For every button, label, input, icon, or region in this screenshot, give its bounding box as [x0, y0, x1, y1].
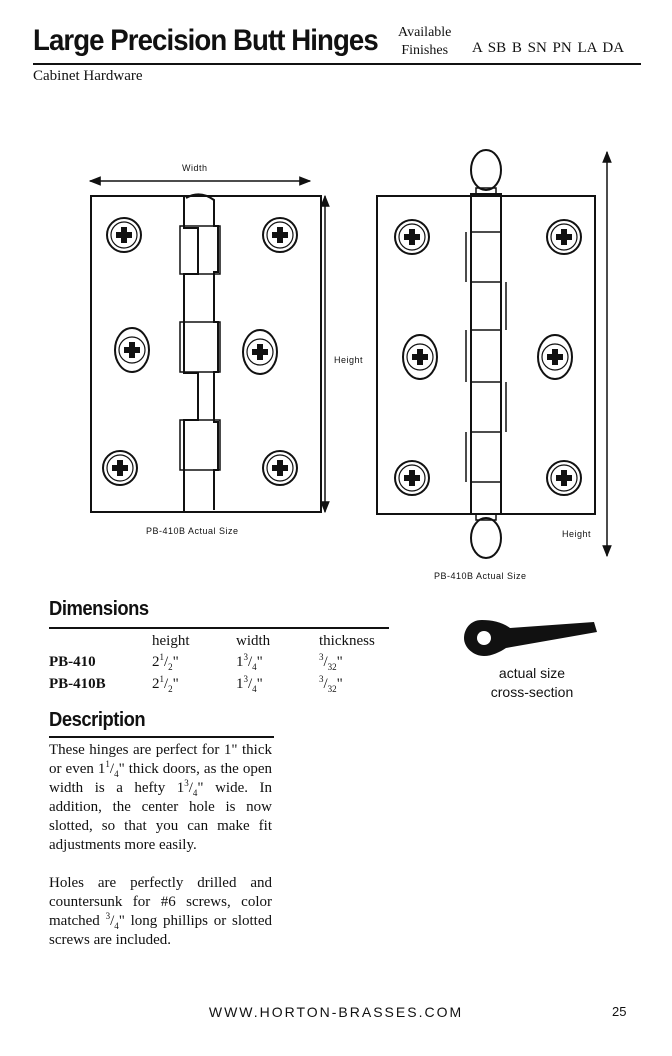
width-value: 13/4" — [236, 674, 263, 694]
finishes-list: A SB B SN PN LA DA — [472, 40, 625, 56]
screw-hole-icon — [106, 217, 142, 253]
model-number: PB-410 — [49, 654, 96, 670]
available-finishes-label: Available Finishes — [398, 25, 452, 58]
screw-hole-icon — [546, 219, 582, 255]
column-width: width — [236, 633, 271, 649]
dimensions-heading: Dimensions — [49, 598, 149, 620]
column-height: height — [152, 633, 190, 649]
height-value: 21/2" — [152, 652, 179, 672]
screw-hole-icon — [262, 450, 298, 486]
height-value: 21/2" — [152, 674, 179, 694]
cross-section-icon — [464, 620, 597, 656]
slotted-screw-hole-icon — [242, 329, 278, 375]
thickness-value: 3/32" — [319, 674, 343, 694]
page-title: Large Precision Butt Hinges — [33, 24, 379, 57]
header-rule — [33, 63, 641, 65]
description-heading: Description — [49, 709, 146, 731]
slotted-screw-hole-icon — [114, 327, 150, 373]
screw-hole-icon — [394, 460, 430, 496]
height-label-right: Height — [562, 529, 592, 539]
hinge-drawings — [88, 149, 612, 559]
cross-section-caption: actual size cross-section — [490, 665, 574, 700]
width-label: Width — [182, 163, 208, 173]
description-rule — [49, 736, 274, 738]
left-figure-caption: PB-410B Actual Size — [146, 526, 239, 536]
width-value: 13/4" — [236, 652, 263, 672]
height-label: Height — [334, 355, 364, 365]
hinge-pb410b-finial — [376, 149, 612, 559]
page-number: 25 — [612, 1004, 627, 1019]
description-body: These hinges are perfect for 1" thick or… — [49, 741, 272, 950]
screw-hole-icon — [102, 450, 138, 486]
thickness-value: 3/32" — [319, 652, 343, 672]
model-number: PB-410B — [49, 676, 106, 692]
screw-hole-icon — [394, 219, 430, 255]
dimensions-rule — [49, 627, 389, 629]
description-paragraph: Holes are perfectly drilled and counters… — [49, 875, 272, 948]
hinge-pb410b-open — [88, 176, 330, 514]
column-thickness: thickness — [319, 633, 375, 649]
website-footer: WWW.HORTON-BRASSES.COM — [208, 1004, 464, 1020]
right-figure-caption: PB-410B Actual Size — [434, 571, 527, 581]
slotted-screw-hole-icon — [537, 334, 573, 380]
screw-hole-icon — [262, 217, 298, 253]
screw-hole-icon — [546, 460, 582, 496]
description-paragraph: These hinges are perfect for 1" thick or… — [49, 742, 272, 853]
slotted-screw-hole-icon — [402, 334, 438, 380]
category-subtitle: Cabinet Hardware — [33, 68, 143, 84]
